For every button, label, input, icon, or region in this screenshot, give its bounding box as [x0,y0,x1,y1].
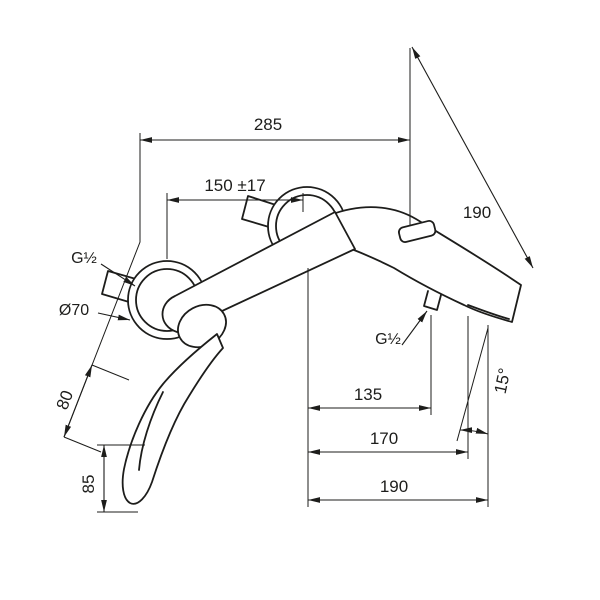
leader-flange-diameter [97,312,131,321]
lever-handle [121,333,224,505]
dim-80-line [63,364,93,438]
flange-diameter-label: Ø70 [59,302,89,319]
aerator-line [467,304,510,320]
dim-190-bottom-label: 190 [380,477,408,496]
dimension-labels: 285 150 ±17 190 G½ Ø70 80 85 G½ 135 170 … [53,115,515,496]
ext-left-width [63,133,141,438]
ext-80-lower [63,436,102,453]
mixer-product-outline [101,186,522,505]
leader-thread-outlet [401,310,428,346]
mixer-body-bar [161,211,356,333]
dim-190-depth-label: 190 [463,203,491,222]
angle-arc [459,427,489,435]
dim-85-label: 85 [79,475,98,494]
dim-135-label: 135 [354,385,382,404]
dim-170-label: 170 [370,429,398,448]
thread-wall-label: G½ [71,250,97,267]
leader-thread-wall [100,263,136,287]
dimension-lines [63,46,534,512]
thread-outlet-label: G½ [375,331,401,348]
angle-15-label: 15° [491,366,515,395]
ext-80-upper [91,364,130,381]
shower-outlet-shank [423,290,442,311]
lever-handle-detail [138,391,164,471]
dim-150-label: 150 ±17 [204,176,265,195]
dim-80-label: 80 [53,388,78,412]
dim-190-depth-line [411,46,534,269]
dim-285-label: 285 [254,115,282,134]
angle-slant-line [456,327,489,442]
